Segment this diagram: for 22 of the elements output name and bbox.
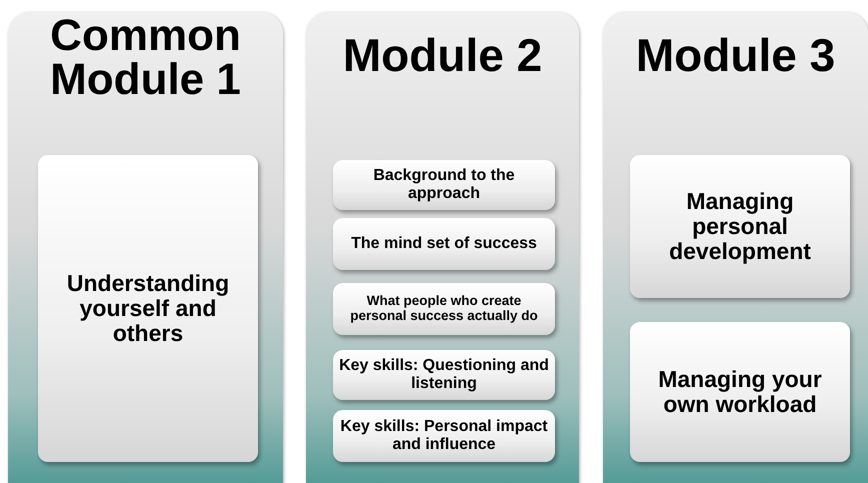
topic-text: What people who create personal success actually do: [349, 294, 539, 324]
module-panel: [603, 12, 868, 483]
topic-text: Managing personal development: [668, 188, 812, 264]
topic-text: Understanding yourself and others: [66, 270, 230, 346]
topic-box: [630, 155, 850, 298]
module-panel: [8, 12, 283, 483]
topic-box: [630, 322, 850, 462]
module-heading: Module 2: [342, 32, 544, 78]
module-panel: [306, 12, 579, 483]
topic-box: [333, 283, 555, 335]
topic-box: [333, 160, 555, 210]
topic-text: Key skills: Personal impact and influence: [339, 418, 549, 454]
topic-text: Key skills: Questioning and listening: [338, 357, 550, 393]
topic-box: [333, 350, 555, 400]
topic-text: Background to the approach: [372, 167, 516, 203]
topic-box: [333, 410, 555, 462]
topic-box: [38, 155, 258, 462]
module-heading: Common Module 1: [49, 14, 242, 102]
topic-box: [333, 218, 555, 270]
topic-text: The mind set of success: [350, 235, 538, 253]
topic-text: Managing your own workload: [657, 366, 823, 418]
module-heading: Module 3: [634, 32, 836, 78]
